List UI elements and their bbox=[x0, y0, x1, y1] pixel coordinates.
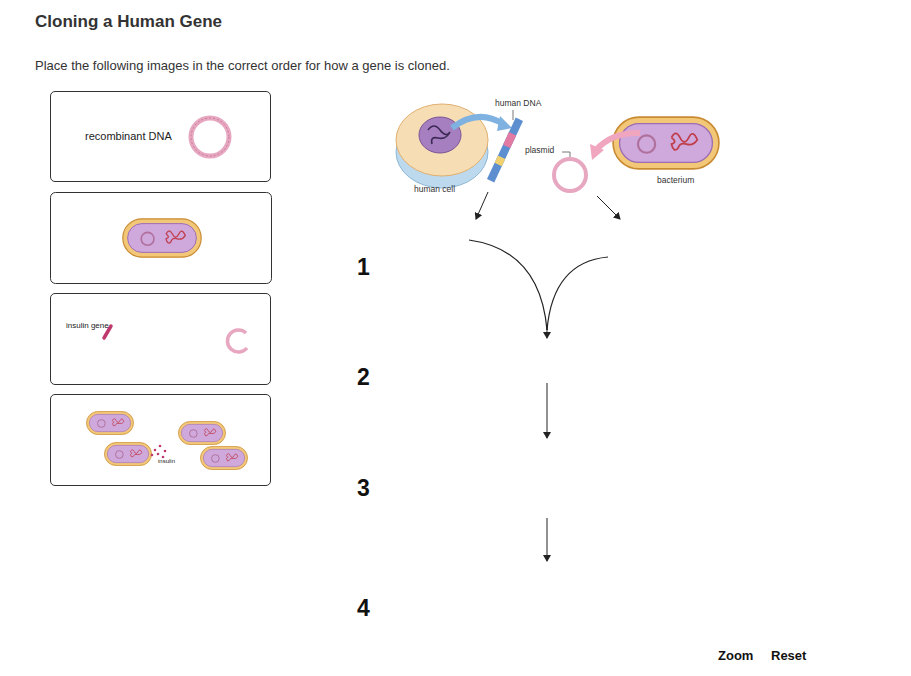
part-label: plasmid bbox=[525, 146, 554, 156]
step-number: 3 bbox=[357, 475, 370, 501]
image-card: insulin bbox=[50, 394, 271, 486]
step-number: 1 bbox=[357, 254, 370, 280]
instruction-text: Place the following images in the correc… bbox=[35, 59, 450, 74]
part-label: human DNA bbox=[495, 99, 541, 109]
zoom-button: Zoom bbox=[718, 649, 753, 664]
card-caption: insulin gene bbox=[66, 321, 109, 330]
step-number: 4 bbox=[357, 595, 370, 621]
part-label: bacterium bbox=[657, 176, 694, 186]
image-card: recombinant DNA bbox=[50, 91, 271, 182]
step-number: 2 bbox=[357, 364, 370, 390]
part-label: human cell bbox=[414, 185, 455, 195]
page-title: Cloning a Human Gene bbox=[35, 12, 222, 32]
image-card: insulin gene bbox=[50, 293, 271, 385]
card-caption: recombinant DNA bbox=[85, 130, 172, 143]
reset-button: Reset bbox=[771, 649, 806, 664]
card-caption: insulin bbox=[158, 458, 175, 465]
